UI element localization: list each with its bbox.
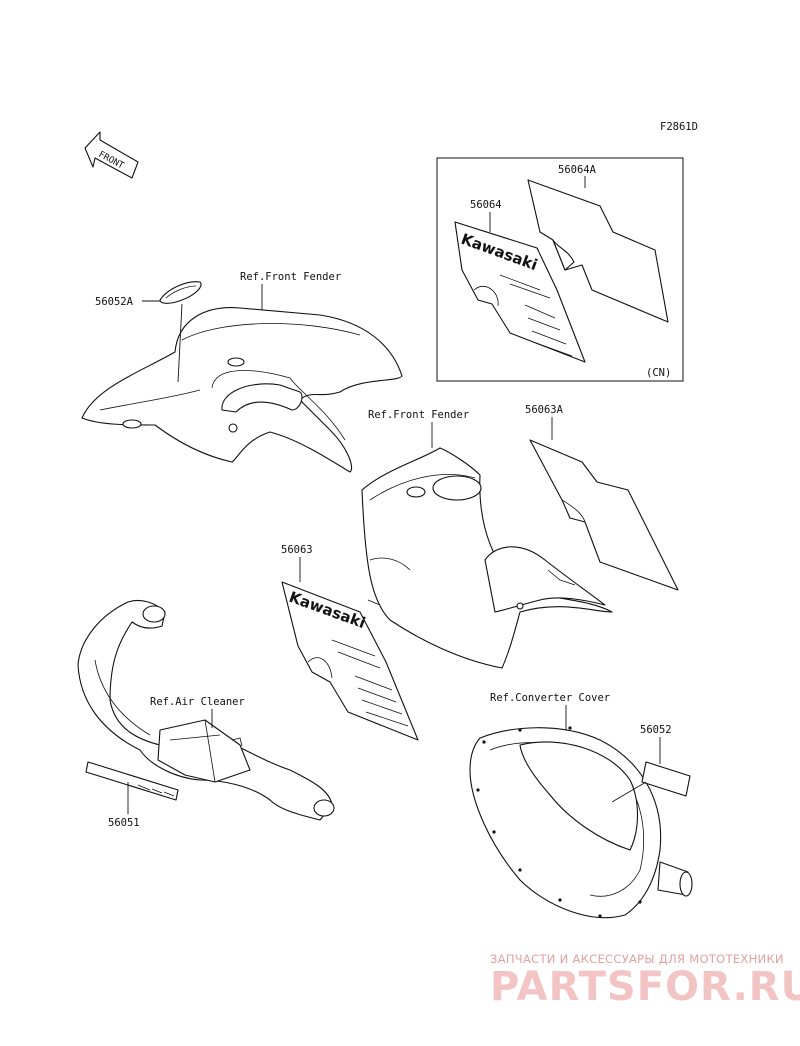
watermark: ЗАПЧАСТИ И АКСЕССУАРЫ ДЛЯ МОТОТЕХНИКИ PA… — [490, 952, 800, 1010]
decal-56052 — [641, 761, 691, 797]
decal-56052A — [159, 281, 202, 304]
converter-cover — [469, 726, 693, 919]
front-fender-upper — [81, 307, 403, 473]
decal-56063A — [529, 439, 679, 591]
decal-56051 — [85, 761, 179, 801]
front-arrow-icon: FRONT — [84, 131, 139, 179]
label-56052A: 56052A — [95, 296, 134, 308]
diagram-code: F2861D — [660, 121, 698, 133]
label-56052: 56052 — [640, 724, 672, 736]
cn-note: (CN) — [646, 367, 671, 379]
watermark-tagline: ЗАПЧАСТИ И АКСЕССУАРЫ ДЛЯ МОТОТЕХНИКИ — [490, 952, 784, 966]
label-56064: 56064 — [470, 199, 502, 211]
label-56063: 56063 — [281, 544, 313, 556]
label-56051: 56051 — [108, 817, 140, 829]
label-ref-front-fender-1: Ref.Front Fender — [240, 271, 341, 283]
front-fender-lower — [361, 447, 613, 669]
label-ref-front-fender-2: Ref.Front Fender — [368, 409, 469, 421]
watermark-logo: PARTSFOR.RU — [490, 964, 800, 1010]
label-56064A: 56064A — [558, 164, 597, 176]
decal-56064A — [527, 179, 669, 323]
label-ref-converter-cover: Ref.Converter Cover — [490, 692, 610, 704]
label-56063A: 56063A — [525, 404, 564, 416]
cn-inset-box: Kawasaki 56064A 56064 (CN) — [436, 157, 684, 382]
air-cleaner-duct — [77, 599, 335, 821]
label-ref-air-cleaner: Ref.Air Cleaner — [150, 696, 245, 708]
